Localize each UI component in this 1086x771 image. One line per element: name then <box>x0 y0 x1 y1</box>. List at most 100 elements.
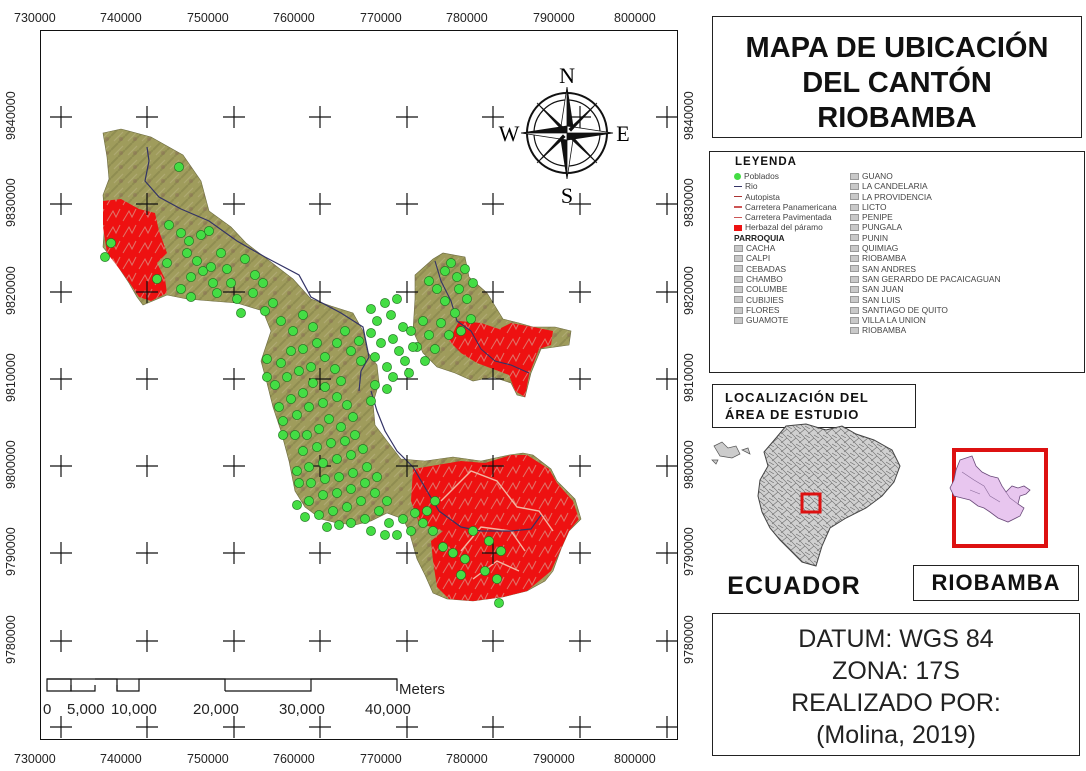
settlement-point[interactable] <box>382 384 392 394</box>
settlement-point[interactable] <box>216 248 226 258</box>
settlement-point[interactable] <box>480 566 490 576</box>
settlement-point[interactable] <box>286 346 296 356</box>
settlement-point[interactable] <box>222 264 232 274</box>
settlement-point[interactable] <box>370 488 380 498</box>
settlement-point[interactable] <box>384 518 394 528</box>
settlement-point[interactable] <box>308 378 318 388</box>
settlement-point[interactable] <box>300 512 310 522</box>
settlement-point[interactable] <box>292 500 302 510</box>
settlement-point[interactable] <box>278 416 288 426</box>
settlement-point[interactable] <box>370 380 380 390</box>
settlement-point[interactable] <box>366 396 376 406</box>
settlement-point[interactable] <box>430 496 440 506</box>
settlement-point[interactable] <box>322 522 332 532</box>
settlement-point[interactable] <box>354 336 364 346</box>
settlement-point[interactable] <box>304 402 314 412</box>
settlement-point[interactable] <box>372 472 382 482</box>
settlement-point[interactable] <box>456 326 466 336</box>
settlement-point[interactable] <box>430 344 440 354</box>
settlement-point[interactable] <box>388 372 398 382</box>
settlement-point[interactable] <box>356 496 366 506</box>
settlement-point[interactable] <box>152 274 162 284</box>
settlement-point[interactable] <box>298 344 308 354</box>
settlement-point[interactable] <box>186 272 196 282</box>
settlement-point[interactable] <box>336 422 346 432</box>
settlement-point[interactable] <box>276 316 286 326</box>
settlement-point[interactable] <box>294 366 304 376</box>
settlement-point[interactable] <box>436 318 446 328</box>
settlement-point[interactable] <box>288 326 298 336</box>
settlement-point[interactable] <box>176 284 186 294</box>
settlement-point[interactable] <box>422 506 432 516</box>
settlement-point[interactable] <box>174 162 184 172</box>
settlement-point[interactable] <box>332 488 342 498</box>
settlement-point[interactable] <box>208 278 218 288</box>
settlement-point[interactable] <box>298 310 308 320</box>
settlement-point[interactable] <box>106 238 116 248</box>
settlement-point[interactable] <box>286 394 296 404</box>
settlement-point[interactable] <box>374 506 384 516</box>
settlement-point[interactable] <box>440 266 450 276</box>
settlement-point[interactable] <box>398 514 408 524</box>
settlement-point[interactable] <box>420 356 430 366</box>
settlement-point[interactable] <box>328 506 338 516</box>
map-canvas[interactable]: N S E W <box>41 31 677 739</box>
settlement-point[interactable] <box>278 430 288 440</box>
settlement-point[interactable] <box>304 462 314 472</box>
settlement-point[interactable] <box>268 298 278 308</box>
settlement-point[interactable] <box>382 496 392 506</box>
settlement-point[interactable] <box>324 414 334 424</box>
settlement-point[interactable] <box>312 442 322 452</box>
settlement-point[interactable] <box>336 376 346 386</box>
settlement-point[interactable] <box>398 322 408 332</box>
settlement-point[interactable] <box>318 490 328 500</box>
settlement-point[interactable] <box>424 276 434 286</box>
settlement-point[interactable] <box>184 236 194 246</box>
settlement-point[interactable] <box>468 278 478 288</box>
settlement-point[interactable] <box>314 424 324 434</box>
settlement-point[interactable] <box>320 474 330 484</box>
settlement-point[interactable] <box>406 326 416 336</box>
settlement-point[interactable] <box>366 526 376 536</box>
settlement-point[interactable] <box>346 484 356 494</box>
settlement-point[interactable] <box>332 392 342 402</box>
settlement-point[interactable] <box>346 518 356 528</box>
settlement-point[interactable] <box>298 446 308 456</box>
settlement-point[interactable] <box>198 266 208 276</box>
settlement-point[interactable] <box>318 398 328 408</box>
settlement-point[interactable] <box>334 520 344 530</box>
settlement-point[interactable] <box>466 314 476 324</box>
settlement-point[interactable] <box>348 412 358 422</box>
settlement-point[interactable] <box>400 356 410 366</box>
settlement-point[interactable] <box>196 230 206 240</box>
settlement-point[interactable] <box>318 458 328 468</box>
settlement-point[interactable] <box>460 264 470 274</box>
settlement-point[interactable] <box>468 526 478 536</box>
settlement-point[interactable] <box>250 270 260 280</box>
settlement-point[interactable] <box>358 444 368 454</box>
settlement-point[interactable] <box>182 248 192 258</box>
settlement-point[interactable] <box>446 258 456 268</box>
settlement-point[interactable] <box>452 272 462 282</box>
settlement-point[interactable] <box>164 220 174 230</box>
settlement-point[interactable] <box>356 356 366 366</box>
settlement-point[interactable] <box>346 450 356 460</box>
settlement-point[interactable] <box>306 478 316 488</box>
settlement-point[interactable] <box>394 346 404 356</box>
settlement-point[interactable] <box>308 322 318 332</box>
settlement-point[interactable] <box>334 472 344 482</box>
settlement-point[interactable] <box>372 316 382 326</box>
settlement-point[interactable] <box>320 352 330 362</box>
settlement-point[interactable] <box>298 388 308 398</box>
settlement-point[interactable] <box>330 364 340 374</box>
settlement-point[interactable] <box>294 478 304 488</box>
settlement-point[interactable] <box>340 326 350 336</box>
settlement-point[interactable] <box>304 496 314 506</box>
settlement-point[interactable] <box>380 530 390 540</box>
settlement-point[interactable] <box>492 574 502 584</box>
settlement-point[interactable] <box>438 542 448 552</box>
settlement-point[interactable] <box>424 330 434 340</box>
settlement-point[interactable] <box>348 468 358 478</box>
settlement-point[interactable] <box>392 294 402 304</box>
settlement-point[interactable] <box>408 342 418 352</box>
